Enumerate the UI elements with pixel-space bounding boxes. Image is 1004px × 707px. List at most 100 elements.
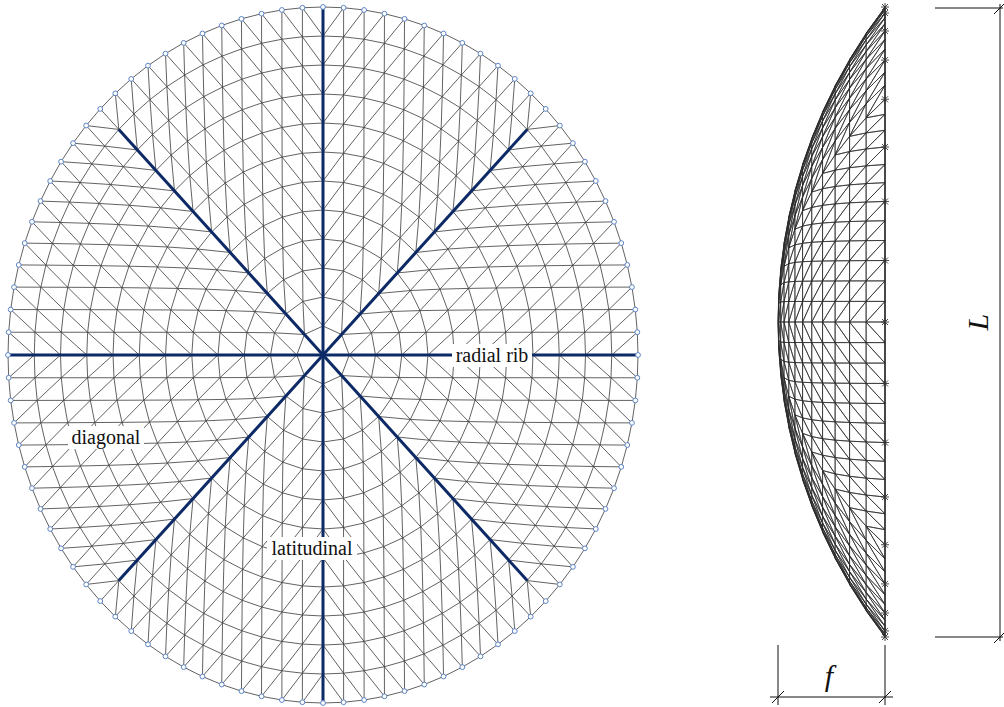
mesh-member (566, 181, 596, 183)
mesh-member (400, 472, 402, 505)
mesh-member (123, 167, 142, 188)
mesh-member (60, 486, 89, 488)
mesh-member (302, 94, 323, 96)
mesh-member (187, 129, 204, 141)
mesh-member (453, 499, 456, 535)
mesh-member (596, 509, 606, 529)
mesh-member (537, 444, 545, 465)
mesh-member (206, 421, 217, 440)
mesh-member (440, 400, 448, 421)
mesh-member (61, 332, 86, 355)
mesh-member (138, 246, 158, 267)
mesh-member (282, 8, 303, 10)
mesh-member (68, 287, 95, 288)
mesh-member (496, 610, 498, 644)
mesh-member (185, 602, 186, 635)
mesh-member (263, 187, 283, 194)
mesh-member (247, 355, 271, 378)
mesh-member (438, 196, 453, 211)
mesh-member (323, 124, 344, 152)
mesh-member (206, 150, 224, 162)
mesh-member (88, 332, 113, 355)
mesh-member (600, 264, 627, 265)
mesh-member (282, 644, 302, 671)
mesh-member (438, 499, 453, 514)
mesh-member (262, 157, 282, 163)
mesh-member (384, 667, 385, 697)
mesh-member (246, 472, 264, 484)
mesh-member (399, 355, 402, 378)
mesh-member (282, 493, 283, 523)
mesh-member (302, 702, 323, 704)
mesh-member (342, 333, 372, 335)
mesh-member (198, 289, 206, 310)
mesh-member (177, 268, 186, 288)
support-joint (557, 582, 562, 587)
mesh-member (185, 65, 203, 75)
mesh-member (364, 187, 384, 194)
mesh-member (185, 75, 204, 97)
mesh-member (403, 79, 404, 110)
mesh-member (479, 54, 480, 87)
mesh-member (150, 267, 158, 288)
mesh-member (405, 685, 425, 692)
mesh-member (489, 267, 497, 288)
mesh-member (202, 645, 204, 676)
mesh-member (456, 155, 475, 176)
mesh-member (202, 677, 221, 685)
mesh-member (423, 118, 441, 129)
mesh-member (198, 458, 230, 461)
mesh-member (184, 43, 203, 65)
mesh-member (508, 246, 517, 267)
mesh-member (493, 560, 508, 575)
mesh-member (302, 212, 323, 239)
mesh-member (426, 377, 453, 378)
mesh-member (421, 118, 423, 150)
mesh-member (527, 129, 541, 146)
mesh-member (166, 635, 185, 656)
mesh-member (384, 637, 385, 667)
mesh-member (453, 176, 456, 212)
mesh-member (88, 377, 114, 378)
mesh-member (554, 162, 585, 164)
mesh-member (203, 56, 222, 65)
support-joint (239, 16, 244, 21)
mesh-member (131, 66, 148, 79)
mesh-member (179, 461, 198, 482)
mesh-member (343, 8, 344, 37)
mesh-member (343, 271, 344, 301)
mesh-member (372, 355, 376, 377)
mesh-member (34, 355, 36, 378)
mesh-member (376, 355, 400, 378)
mesh-member (779, 285, 781, 304)
mesh-member (609, 400, 635, 401)
mesh-member (453, 499, 485, 503)
support-joint (341, 5, 346, 10)
mesh-member (423, 623, 442, 645)
mesh-member (344, 187, 364, 212)
mesh-member (282, 523, 302, 527)
mesh-member (171, 399, 198, 400)
mesh-member (453, 208, 485, 212)
mesh-member (302, 152, 323, 153)
mesh-member (282, 615, 302, 641)
mesh-member (410, 289, 440, 290)
mesh-member (467, 226, 498, 228)
mesh-member (206, 270, 217, 289)
mesh-member (302, 124, 303, 153)
mesh-member (68, 400, 91, 422)
mesh-member (582, 378, 584, 401)
mesh-member (586, 332, 612, 355)
mesh-member (508, 244, 537, 246)
mesh-member (391, 398, 420, 400)
mesh-member (80, 183, 111, 185)
mesh-member (551, 422, 578, 423)
mesh-member (40, 488, 60, 509)
mesh-member (781, 302, 784, 322)
mesh-member (242, 631, 262, 637)
mesh-member (596, 181, 606, 201)
mesh-member (109, 245, 129, 267)
mesh-member (61, 143, 73, 162)
radial-rib (322, 7, 325, 355)
mesh-member (440, 548, 441, 581)
